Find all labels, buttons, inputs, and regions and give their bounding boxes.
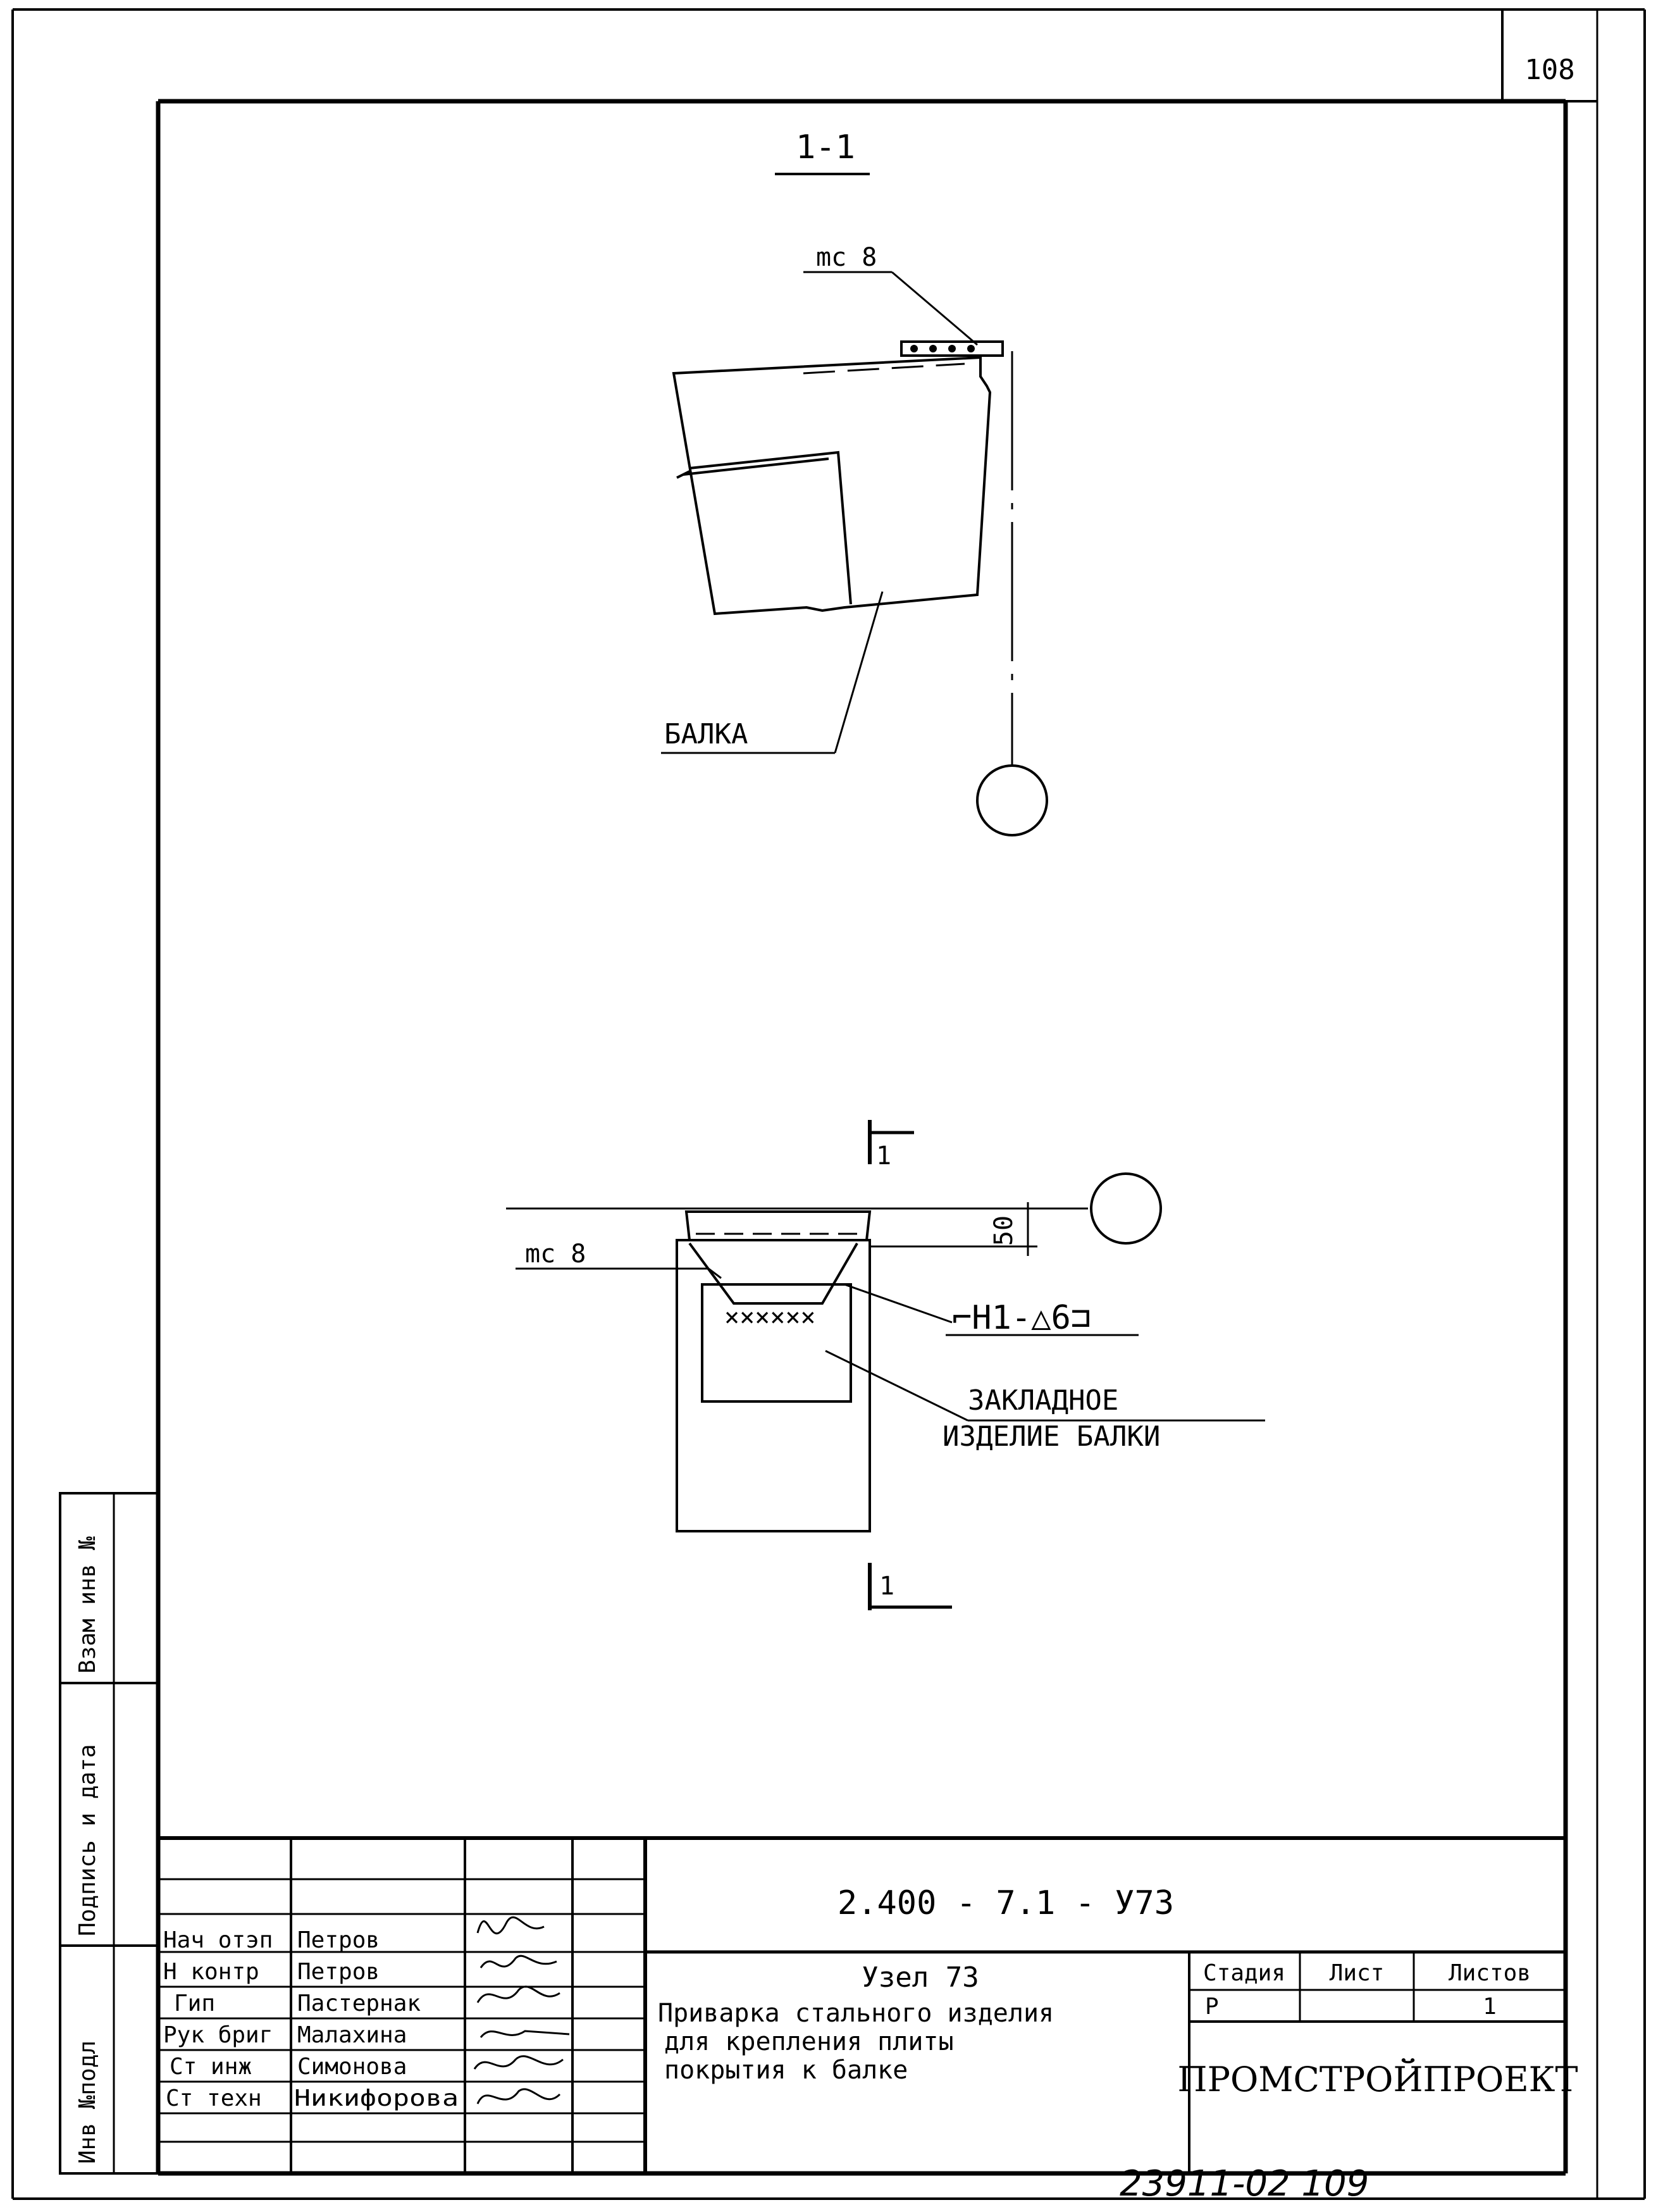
name-2: Петров <box>297 1959 380 1985</box>
role-2: Н контр <box>163 1959 259 1985</box>
embedded-label-2: ИЗДЕЛИЕ БАЛКИ <box>943 1420 1160 1453</box>
stage-header: Стадия <box>1203 1960 1285 1986</box>
title-line-1: Узел 73 <box>862 1961 979 1994</box>
sheet-frame <box>11 8 1646 2200</box>
side-stamp: Взам инв № Подпись и дата Инв №подл <box>59 1492 159 2175</box>
cut-mark-top: 1 <box>876 1141 891 1171</box>
title-line-4: покрытия к балке <box>664 2056 908 2085</box>
beam-label: БАЛКА <box>664 718 748 750</box>
sheet-header: Лист <box>1330 1960 1385 1986</box>
signatures <box>473 1916 570 2104</box>
inv-original-label: Инв №подл <box>75 2041 101 2164</box>
document-code: 2.400 - 7.1 - У73 <box>838 1884 1174 1922</box>
name-3: Пастернак <box>297 1991 421 2016</box>
name-4: Малахина <box>297 2022 407 2048</box>
sheet-number: 108 <box>1524 54 1574 86</box>
plan-view: 1 ×××××× 50 mc 8 ⌐H1-△6⊐ ЗАКЛАДНОЕ ИЗДЕЛ… <box>506 1120 1265 1610</box>
svg-text:××××××: ×××××× <box>724 1303 816 1332</box>
signature-date-label: Подпись и дата <box>75 1744 101 1936</box>
section-title-group: 1-1 <box>775 128 870 175</box>
title-line-3: для крепления плиты <box>664 2027 954 2056</box>
section-weld-label: mc 8 <box>816 243 877 272</box>
title-line-2: Приварка стального изделия <box>658 1999 1054 2028</box>
archive-number: 23911-02 109 <box>1120 2163 1369 2204</box>
role-6: Ст техн <box>166 2085 262 2111</box>
organization: ПРОМСТРОЙПРОЕКТ <box>1178 2058 1578 2099</box>
plan-weld-label: mc 8 <box>525 1240 586 1269</box>
role-1: Нач отэп <box>163 1927 273 1953</box>
role-5: Ст инж <box>170 2054 252 2080</box>
sheets-header: Листов <box>1449 1960 1531 1986</box>
stage-value: Р <box>1205 1994 1219 2020</box>
role-4: Рук бриг <box>163 2022 273 2048</box>
cut-mark-bottom: 1 <box>879 1572 894 1601</box>
substitute-inv-label: Взам инв № <box>75 1536 101 1674</box>
embedded-label-1: ЗАКЛАДНОЕ <box>968 1384 1118 1417</box>
sheets-value: 1 <box>1483 1994 1497 2020</box>
sheet-number-box: 108 <box>1501 9 1597 103</box>
section-view: mc 8 БАЛКА <box>661 243 1048 836</box>
name-5: Симонова <box>297 2054 407 2080</box>
weld-spec: ⌐H1-△6⊐ <box>952 1299 1091 1337</box>
title-block: 2.400 - 7.1 - У73 Узел 73 Приварка сталь… <box>158 1836 1578 2173</box>
name-6: Никифорова <box>294 2085 459 2111</box>
name-1: Петров <box>297 1927 380 1953</box>
role-3: Гип <box>174 1991 215 2016</box>
section-title: 1-1 <box>796 128 855 166</box>
dimension-50: 50 <box>989 1215 1018 1246</box>
